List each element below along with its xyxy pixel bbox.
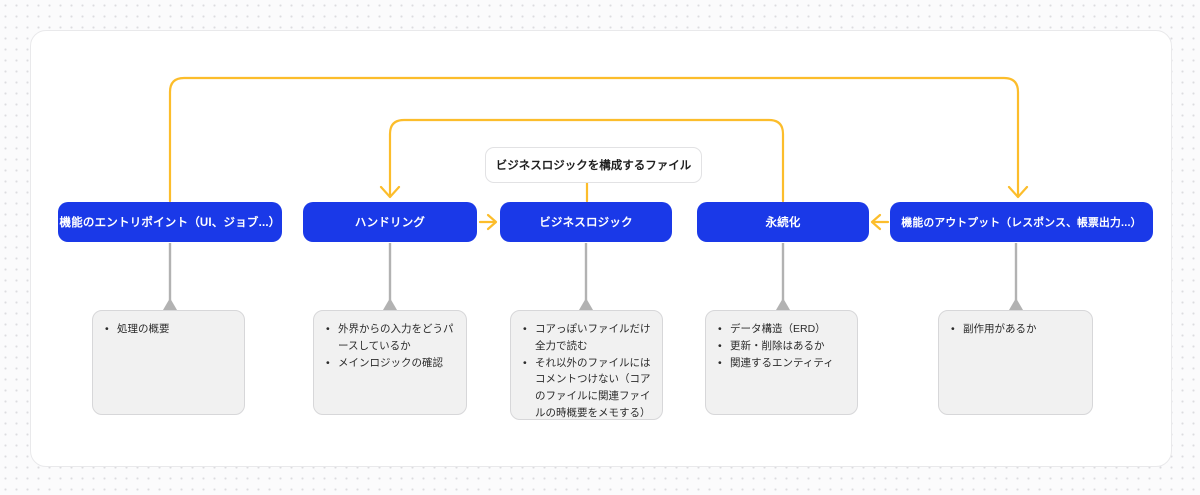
- flow-node-entry-point[interactable]: 機能のエントリポイント（UI、ジョブ...）: [58, 202, 282, 242]
- note-list: 副作用があるか: [939, 311, 1092, 346]
- note-item: 外界からの入力をどうパースしているか: [326, 321, 460, 355]
- note-item: 処理の概要: [105, 321, 238, 338]
- note-item: コアっぽいファイルだけ全力で読む: [523, 321, 656, 355]
- flow-node-persistence[interactable]: 永続化: [697, 202, 869, 242]
- label-box-text: ビジネスロジックを構成するファイル: [495, 160, 692, 172]
- note-item: メインロジックの確認: [326, 355, 460, 372]
- note-entry-point[interactable]: 処理の概要: [92, 310, 245, 415]
- note-handling[interactable]: 外界からの入力をどうパースしているか メインロジックの確認: [313, 310, 467, 415]
- note-item: それ以外のファイルにはコメントつけない（コアのファイルに関連ファイルの時概要をメ…: [523, 355, 656, 422]
- note-persistence[interactable]: データ構造（ERD） 更新・削除はあるか 関連するエンティティ: [705, 310, 858, 415]
- flow-node-output[interactable]: 機能のアウトプット（レスポンス、帳票出力...）: [890, 202, 1153, 242]
- note-output[interactable]: 副作用があるか: [938, 310, 1093, 415]
- note-business-logic[interactable]: コアっぽいファイルだけ全力で読む それ以外のファイルにはコメントつけない（コアの…: [510, 310, 663, 420]
- flow-node-label: ハンドリング: [354, 217, 426, 229]
- note-list: データ構造（ERD） 更新・削除はあるか 関連するエンティティ: [706, 311, 857, 379]
- note-item: 更新・削除はあるか: [718, 338, 851, 355]
- note-item: 関連するエンティティ: [718, 355, 851, 372]
- note-list: コアっぽいファイルだけ全力で読む それ以外のファイルにはコメントつけない（コアの…: [511, 311, 662, 430]
- note-item: 副作用があるか: [951, 321, 1086, 338]
- note-list: 外界からの入力をどうパースしているか メインロジックの確認: [314, 311, 466, 379]
- flow-node-business-logic[interactable]: ビジネスロジック: [500, 202, 672, 242]
- flow-node-handling[interactable]: ハンドリング: [303, 202, 477, 242]
- note-item: データ構造（ERD）: [718, 321, 851, 338]
- note-list: 処理の概要: [93, 311, 244, 346]
- flow-node-label: 機能のエントリポイント（UI、ジョブ...）: [59, 217, 281, 229]
- label-box-business-logic-files[interactable]: ビジネスロジックを構成するファイル: [485, 147, 702, 183]
- flow-node-label: 永続化: [765, 217, 801, 229]
- flow-node-label: ビジネスロジック: [539, 217, 633, 229]
- flow-node-label: 機能のアウトプット（レスポンス、帳票出力...）: [901, 217, 1142, 229]
